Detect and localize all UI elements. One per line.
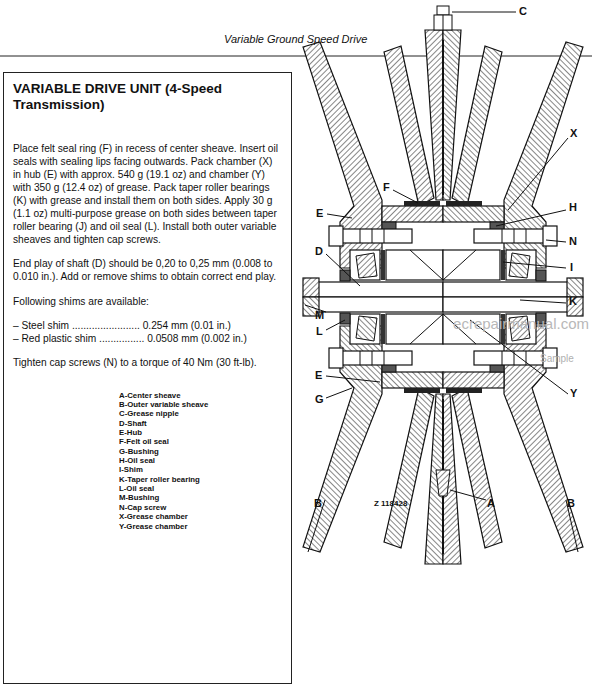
callout-letter: B (314, 498, 322, 509)
callout-letter: M (315, 310, 324, 321)
callout-letter: C (519, 6, 527, 17)
body-text: Place felt seal ring (F) in recess of ce… (13, 142, 283, 246)
callout-letter: X (570, 128, 577, 139)
callout-letter: F (383, 182, 390, 193)
instruction-panel: VARIABLE DRIVE UNIT (4-Speed Transmissio… (3, 72, 292, 684)
part-key: D-Shaft (119, 419, 283, 428)
figure-code: Z 118428 (374, 500, 407, 508)
part-key: N-Cap screw (119, 503, 283, 512)
callout-letter: G (315, 394, 324, 405)
section-title: VARIABLE DRIVE UNIT (4-Speed Transmissio… (13, 81, 283, 112)
callout-letter: E (315, 370, 322, 381)
shim-spec: – Steel shim ........................ 0.… (13, 319, 283, 332)
callout-letter: H (569, 202, 577, 213)
watermark: ecrepairmanual.com (453, 316, 589, 331)
part-key: B-Outer variable sheave (119, 400, 283, 409)
part-key: E-Hub (119, 428, 283, 437)
part-key: C-Grease nipple (119, 409, 283, 418)
body-text: Tighten cap screws (N) to a torque of 40… (13, 356, 283, 369)
part-key: G-Bushing (119, 447, 283, 456)
part-key: K-Taper roller bearing (119, 475, 283, 484)
part-key: H-Oil seal (119, 456, 283, 465)
page-header: Variable Ground Speed Drive (224, 34, 367, 45)
part-key: L-Oil seal (119, 484, 283, 493)
body-text: End play of shaft (D) should be 0,20 to … (13, 257, 283, 283)
callout-letter: B (567, 498, 575, 509)
callout-letter: E (316, 208, 323, 219)
part-key: I-Shim (119, 465, 283, 474)
part-key: A-Center sheave (119, 391, 283, 400)
part-key: M-Bushing (119, 493, 283, 502)
part-key: F-Felt oil seal (119, 437, 283, 446)
callout-letter: Y (570, 388, 577, 399)
shim-spec: – Red plastic shim ................ 0.05… (13, 332, 283, 345)
body-text: Following shims are available: (13, 295, 283, 308)
callout-letter: K (569, 296, 577, 307)
callout-letter: I (570, 262, 573, 273)
callout-letter: L (316, 326, 323, 337)
watermark: Sample (540, 354, 574, 364)
part-key: Y-Grease chamber (119, 522, 283, 531)
callout-letter: A (487, 498, 495, 509)
callout-letter: D (315, 246, 323, 257)
callout-letter: N (569, 236, 577, 247)
part-key: X-Grease chamber (119, 512, 283, 521)
